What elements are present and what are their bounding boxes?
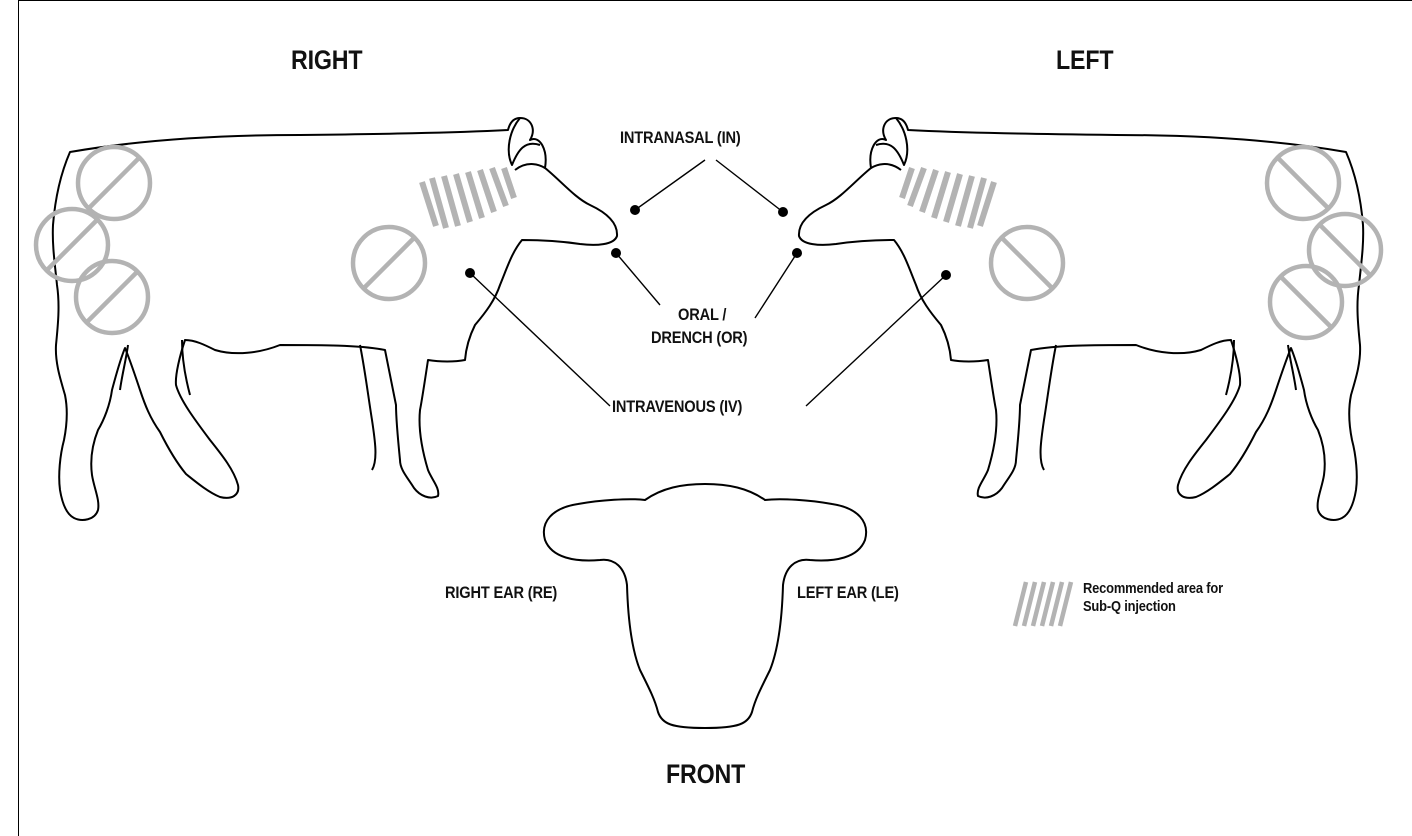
no-injection-icon	[353, 227, 425, 299]
front-head	[544, 484, 866, 728]
no-injection-icon	[1267, 147, 1339, 219]
right-side-calf	[53, 118, 617, 520]
label-right-ear: RIGHT EAR (RE)	[445, 583, 557, 603]
view-title-front: FRONT	[666, 759, 745, 790]
no-injection-icon	[1270, 266, 1342, 338]
legend-line1: Recommended area for	[1083, 580, 1223, 597]
view-title-left: LEFT	[1056, 45, 1113, 76]
label-left-ear: LEFT EAR (LE)	[797, 583, 899, 603]
label-intranasal: INTRANASAL (IN)	[620, 128, 741, 148]
no-injection-icon	[76, 261, 148, 333]
legend-line2: Sub-Q injection	[1083, 598, 1176, 615]
label-intravenous: INTRAVENOUS (IV)	[612, 397, 742, 417]
view-title-right: RIGHT	[291, 45, 362, 76]
subq-hatch-right	[422, 168, 514, 228]
legend-hatch-swatch	[1015, 582, 1071, 626]
site-dots	[465, 205, 951, 280]
label-oral-line1: ORAL /	[678, 305, 726, 325]
no-injection-icon	[1309, 214, 1381, 286]
left-side-calf	[799, 118, 1363, 520]
no-injection-icon	[36, 209, 108, 281]
leader-lines	[470, 160, 946, 406]
no-injection-icon	[78, 147, 150, 219]
label-oral-line2: DRENCH (OR)	[651, 328, 747, 348]
no-injection-icon	[991, 227, 1063, 299]
